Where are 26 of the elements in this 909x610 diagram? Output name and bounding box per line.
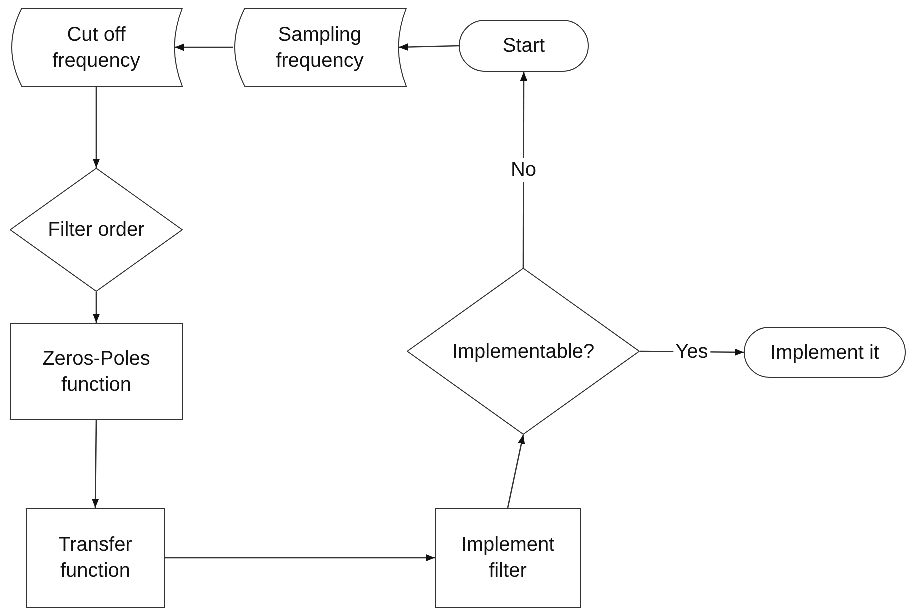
arrow (165, 554, 435, 562)
terminal-shape (744, 327, 906, 378)
node-label: Cut off frequency (52, 22, 142, 74)
node-label: Implement it (770, 340, 880, 366)
terminal-shape (459, 20, 589, 72)
arrow (398, 44, 460, 51)
node-label: Transfer function (58, 533, 134, 584)
node-label: Filter order (47, 218, 146, 243)
arrow (520, 72, 528, 268)
arrow (92, 87, 100, 168)
node-label: Implement filter (460, 533, 556, 584)
process-box (435, 508, 581, 608)
decision-diamond (10, 168, 183, 292)
arrow (507, 434, 526, 508)
stored-data-shape (10, 8, 183, 87)
arrow (92, 292, 100, 323)
process-box (10, 323, 183, 420)
arrow (92, 420, 100, 508)
node-label: Zeros-Poles function (42, 346, 152, 398)
process-box (26, 508, 165, 608)
node-label: Start (502, 34, 546, 59)
decision-diamond (407, 268, 640, 435)
stored-data-shape (233, 8, 407, 87)
arrow (175, 44, 233, 52)
node-label: Sampling frequency (275, 22, 365, 74)
node-label: Implementable? (451, 340, 596, 364)
